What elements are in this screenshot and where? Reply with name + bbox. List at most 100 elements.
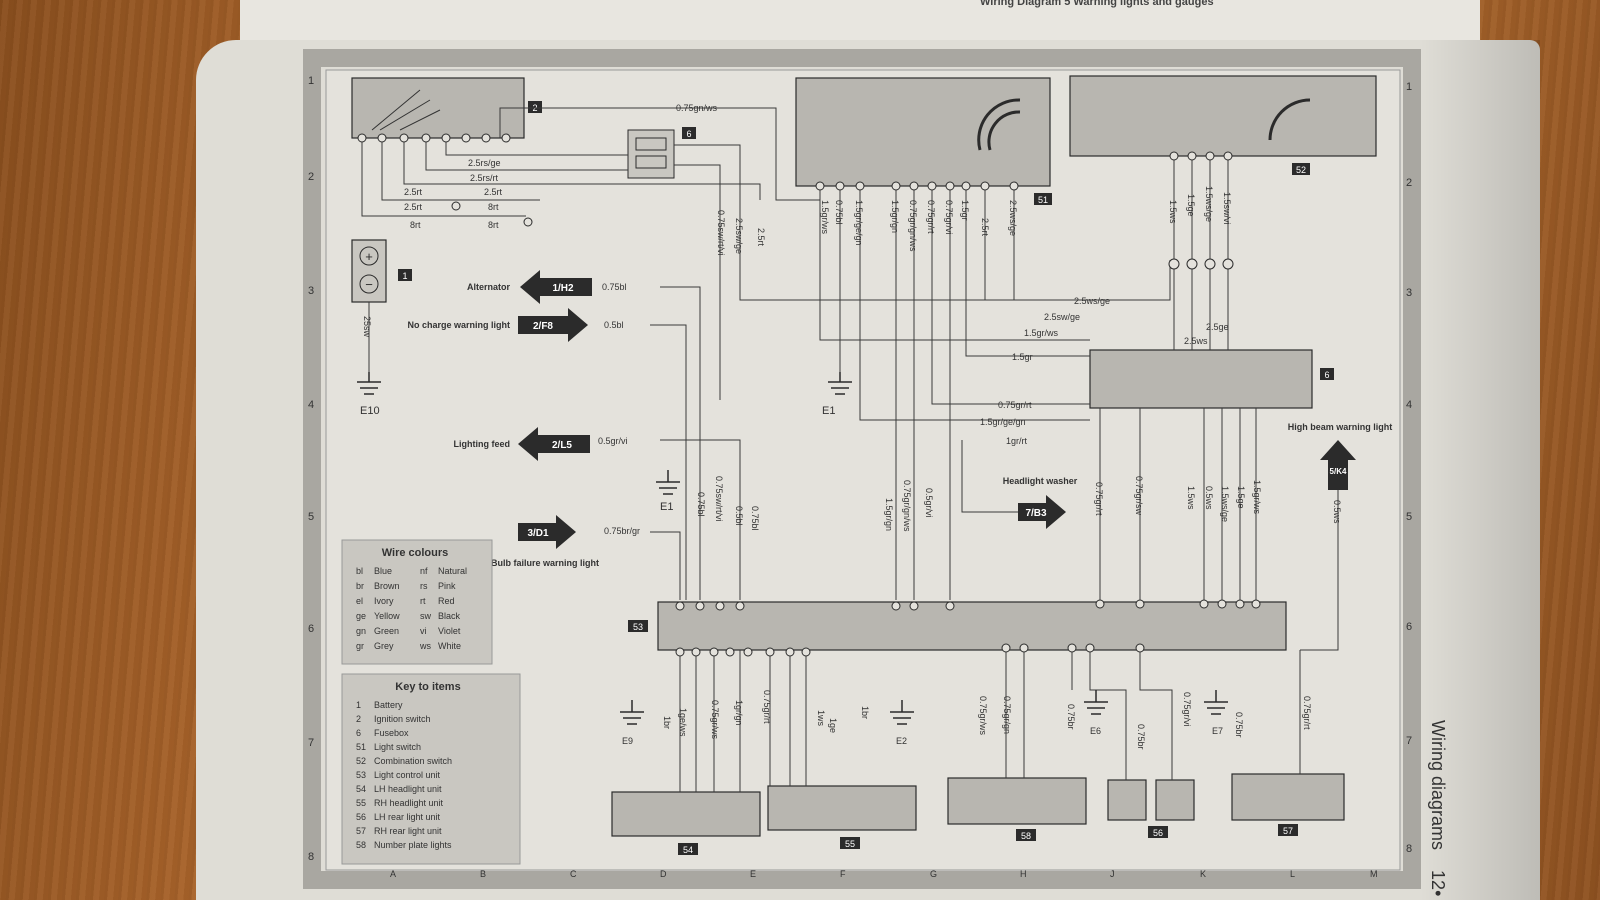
wire-label: 8rt — [488, 202, 499, 212]
wire-label: 0.75gr/gn/ws — [908, 200, 918, 252]
wire-label: 2.5rs/rt — [470, 173, 499, 183]
wire-label: 1.5gr/ws — [1024, 328, 1059, 338]
component-53-light-control-unit: 53 — [628, 601, 1287, 651]
key-to-items-rows: 1 Battery 2 Ignition switch 6 Fusebox 51… — [356, 700, 452, 850]
ground-label-e1b: E1 — [660, 501, 673, 513]
wire-label: 2.5rt — [484, 187, 503, 197]
wire-label: 0.75gr/rt — [926, 200, 936, 234]
key-num: 51 — [356, 742, 366, 752]
wc-name: Natural — [438, 566, 467, 576]
key-num: 58 — [356, 840, 366, 850]
ground-label-e7: E7 — [1212, 726, 1223, 736]
col-label: J — [1110, 869, 1115, 879]
arrow-ref: 5/K4 — [1330, 467, 1347, 476]
wire-label: 1.5ws — [1168, 200, 1178, 224]
label-6b: 6 — [1324, 370, 1329, 380]
wire-label: 1.5gr/ws — [820, 200, 830, 235]
label-56: 56 — [1153, 828, 1163, 838]
row-label: 1 — [1406, 81, 1412, 93]
wc-name: Black — [438, 611, 461, 621]
arrow-ref: 2/F8 — [533, 321, 553, 332]
arrow-label: Headlight washer — [1003, 476, 1078, 486]
col-label: D — [660, 869, 667, 879]
key-num: 56 — [356, 812, 366, 822]
row-label: 3 — [1406, 287, 1412, 299]
component-58-number-plate: 58 — [947, 777, 1087, 841]
wire-colours-title: Wire colours — [382, 547, 449, 559]
grid-row-labels-right: 1 2 3 4 5 6 7 8 — [1406, 81, 1412, 855]
arrow-label: No charge warning light — [407, 320, 510, 330]
label-51: 51 — [1038, 195, 1048, 205]
ground-e1a — [828, 372, 852, 395]
wire-label: 0.75bl — [750, 506, 760, 531]
wire-label: 0.75gr/rt — [1094, 482, 1104, 516]
wire-label: 0.75gr/rt — [762, 690, 772, 724]
col-label: F — [840, 869, 846, 879]
wire-label: 1.5ge — [1236, 486, 1246, 509]
wire-label: 2.5ws — [1184, 336, 1208, 346]
wire-label: 0.75bl — [834, 200, 844, 225]
wire-label: 2.5sw/ge — [1044, 312, 1080, 322]
wire-label: 1br — [662, 716, 672, 729]
wire-label: 0.75bl — [602, 282, 627, 292]
ground-e7 — [1204, 690, 1228, 715]
ground-symbols — [357, 372, 1228, 725]
wire-label: 8rt — [410, 220, 421, 230]
wc-name: Yellow — [374, 611, 400, 621]
ground-label-e10: E10 — [360, 405, 380, 417]
component-56-lh-rear: 56 — [1107, 779, 1195, 838]
col-label: E — [750, 869, 756, 879]
key-desc: Combination switch — [374, 756, 452, 766]
ground-label-e9: E9 — [622, 736, 633, 746]
row-label: 2 — [308, 171, 314, 183]
key-title: Key to items — [395, 681, 460, 693]
key-num: 53 — [356, 770, 366, 780]
wire-label: 1.5gr/ws — [1252, 480, 1262, 515]
grid-col-labels-bottom: A B C D E F G H J K L M — [390, 869, 1378, 879]
arrow-label: Lighting feed — [454, 439, 511, 449]
wire-label: 0.75br/gr — [604, 526, 640, 536]
wire-label: 2.5rt — [980, 218, 990, 237]
wc-code: nf — [420, 566, 428, 576]
arrow-ref: 7/B3 — [1025, 508, 1047, 519]
col-label: L — [1290, 869, 1295, 879]
ground-e2 — [890, 700, 914, 725]
wire-label: 1.5ge — [1186, 194, 1196, 217]
label-57: 57 — [1283, 826, 1293, 836]
component-52-combination-switch: 52 — [1069, 75, 1377, 175]
wire-label: 8rt — [488, 220, 499, 230]
row-label: 7 — [308, 737, 314, 749]
label-1: 1 — [402, 271, 407, 281]
wire-label: 1ge — [828, 718, 838, 733]
label-55: 55 — [845, 839, 855, 849]
wire-label: 1.5ws/ge — [1204, 186, 1214, 222]
row-label: 6 — [1406, 621, 1412, 633]
horizontal-wire-labels: 0.75gn/ws 2.5rs/ge 2.5rs/rt 2.5rt 2.5rt … — [404, 103, 1229, 536]
ground-e9 — [620, 700, 644, 725]
wc-code: vi — [420, 626, 427, 636]
arrow-label: Alternator — [467, 282, 511, 292]
wire-label: 2.5ws/ge — [1074, 296, 1110, 306]
wc-code: ws — [419, 641, 431, 651]
wire-label: 0.75gr/rt — [1302, 696, 1312, 730]
ground-label-e2: E2 — [896, 736, 907, 746]
arrow-label: Bulb failure warning light — [491, 558, 599, 568]
wire-label: 1.5gr — [1012, 352, 1033, 362]
key-num: 55 — [356, 798, 366, 808]
wire-colours-rows: bl Blue nf Natural br Brown rs Pink el I… — [356, 566, 467, 651]
wire-label: 0.75gr/vi — [944, 200, 954, 235]
col-label: K — [1200, 869, 1206, 879]
key-desc: Ignition switch — [374, 714, 431, 724]
wire-label: 1ge/ws — [678, 708, 688, 737]
row-label: 8 — [308, 851, 314, 863]
wire-label: 0.5gr/vi — [598, 436, 628, 446]
arrow-label: High beam warning light — [1288, 422, 1393, 432]
wire-label: 2.5rt — [404, 202, 423, 212]
key-num: 57 — [356, 826, 366, 836]
label-52: 52 — [1296, 165, 1306, 175]
wc-code: bl — [356, 566, 363, 576]
key-desc: Light control unit — [374, 770, 441, 780]
wc-name: Ivory — [374, 596, 394, 606]
wire-label: 0.75gr/rt — [998, 400, 1032, 410]
arrow-headlight-washer: 7/B3 Headlight washer — [1003, 476, 1078, 529]
